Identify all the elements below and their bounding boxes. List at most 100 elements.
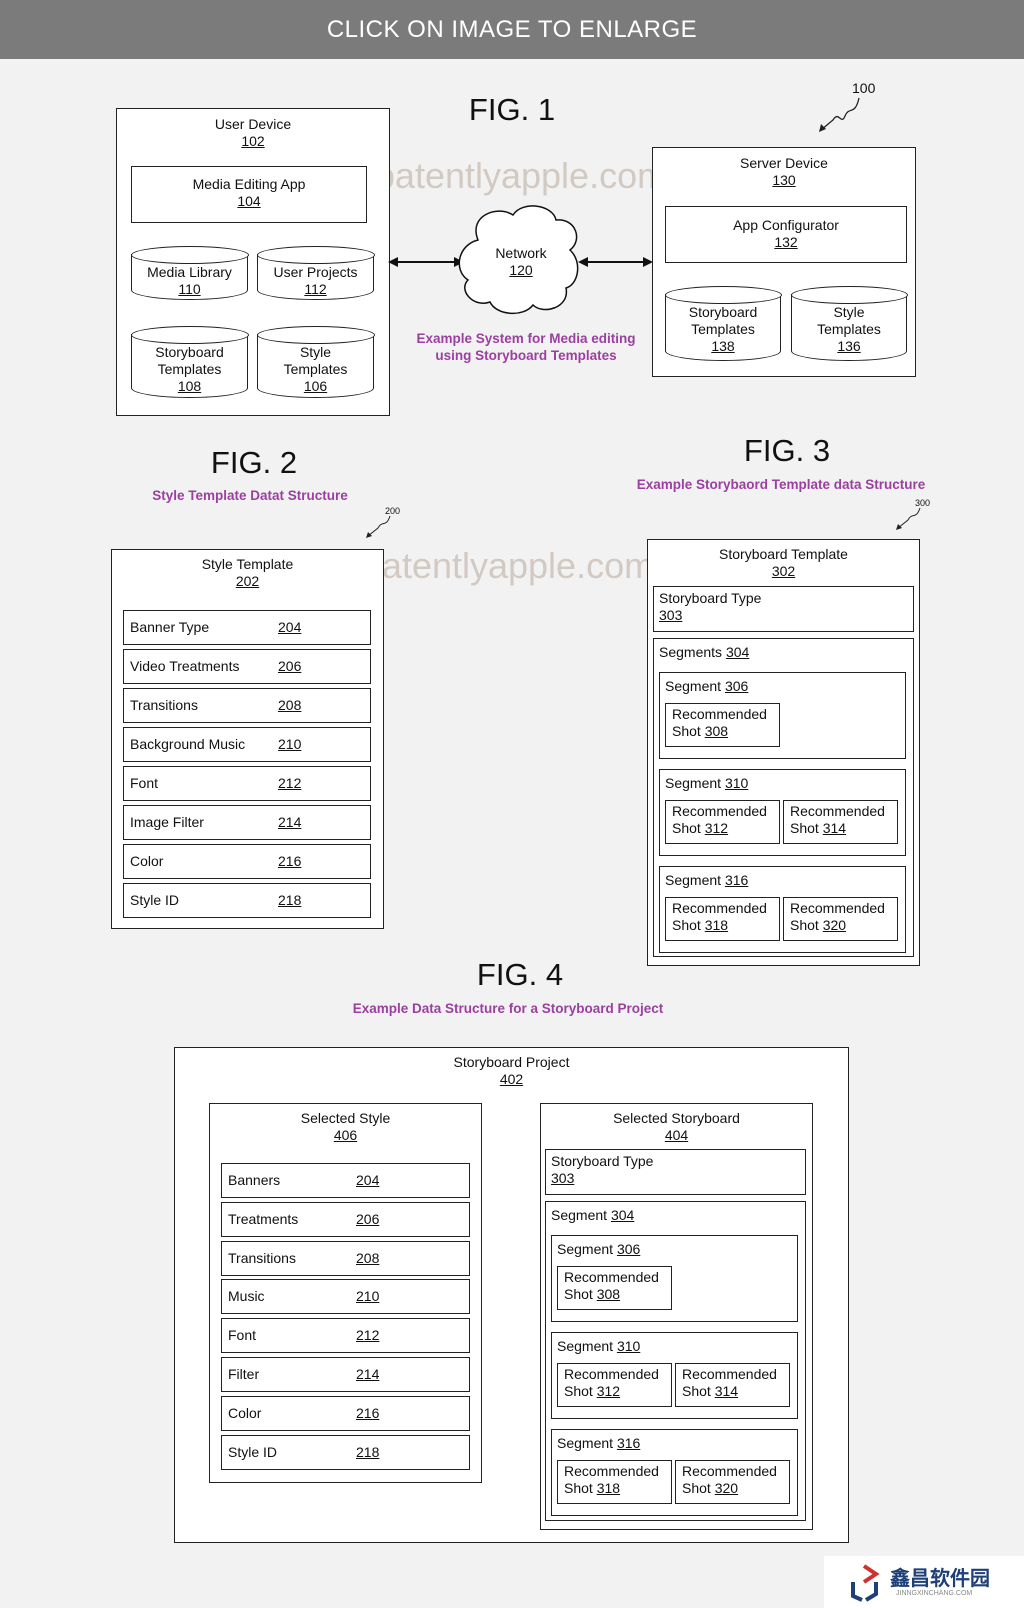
ref-number: 318 [704,917,729,933]
enlarge-banner[interactable]: CLICK ON IMAGE TO ENLARGE [0,0,1024,59]
field-label: Font [130,775,159,791]
label-line: Segment 316 [660,869,753,892]
ref-number: 310 [724,775,749,791]
label: Shot [564,1383,593,1399]
logo-mark-icon [851,1564,880,1602]
label: Selected Style [300,1110,391,1126]
label: Shot [790,917,819,933]
label-line: Segments 304 [654,641,754,664]
label: Server Device [740,155,828,171]
fig4-caption: Example Data Structure for a Storyboard … [352,1001,664,1016]
watermark: patentlyapple.com [361,545,655,586]
label: Segment [557,1241,614,1257]
cloud-icon [458,205,579,314]
label: Media Editing App [192,176,306,192]
field-label: Banner Type [130,619,210,635]
fig2-title: FIG. 2 [210,445,298,480]
ref-number: 314 [714,1383,739,1399]
label-line: Segment 306 [552,1238,645,1261]
ref-number: 306 [724,678,749,694]
label: Shot [682,1480,711,1496]
ref-number: 308 [596,1286,621,1302]
ref-number: 206 [356,1210,380,1227]
site-logo[interactable]: 鑫昌软件园 JINNGXINCHANG.COM [824,1556,1024,1608]
arrow-left-icon [388,257,464,267]
field-label: Filter [228,1366,260,1382]
label: Shot [564,1286,593,1302]
ref-number: 304 [725,644,750,660]
label: Shot [682,1383,711,1399]
ref-number: 320 [714,1480,739,1496]
ref-200: 200 [385,506,401,516]
watermark: patentlyapple.com [374,155,668,196]
label: User Projects [273,264,358,280]
ref-number: 302 [771,563,796,579]
ref-number: 312 [704,820,729,836]
label: Selected Storyboard [613,1110,740,1126]
label: Shot 318 [564,1480,665,1497]
ref-number: 210 [278,736,302,752]
field-label: Color [228,1404,262,1421]
label: User Device [214,116,292,132]
caption-line: using Storyboard Templates [435,348,617,363]
label: Shot 308 [564,1286,665,1303]
label: Segment [665,775,722,791]
label: App Configurator [733,217,839,233]
label: Storyboard Type [659,590,762,606]
label: Storyboard [155,344,224,360]
ref-number: 303 [551,1170,575,1186]
storyboard-type-box: Storyboard Type 303 [653,586,914,632]
fig3-title: FIG. 3 [743,433,831,468]
label: Recommended [564,1463,659,1479]
ref-number: 214 [356,1366,380,1382]
label: Recommended [790,803,885,819]
ref-number: 218 [356,1443,380,1460]
logo-text: 鑫昌软件园 [890,1566,990,1590]
label: Shot 320 [790,917,891,934]
label: Shot 308 [672,723,773,740]
field-label: Color [130,853,164,869]
ref-number: 102 [241,133,265,149]
ref-number: 314 [822,820,847,836]
ref-number: 308 [704,723,729,739]
ref-number: 202 [235,573,260,589]
label: Recommended [672,706,767,722]
ref-number: 206 [278,658,302,674]
label: Shot [672,723,701,739]
leader-arrow-icon [366,515,391,538]
ref-number: 208 [278,697,302,713]
leader-arrow-icon [896,507,921,530]
ref-number: 132 [774,234,798,250]
fig1-title: FIG. 1 [468,92,556,127]
ref-number: 138 [711,338,735,354]
label: Style Template [201,556,294,572]
ref-100: 100 [852,80,876,96]
ref-number: 320 [822,917,847,933]
ref-number: 212 [356,1327,380,1344]
field-label: Transitions [228,1249,296,1266]
label: Storyboard Project [453,1054,570,1070]
